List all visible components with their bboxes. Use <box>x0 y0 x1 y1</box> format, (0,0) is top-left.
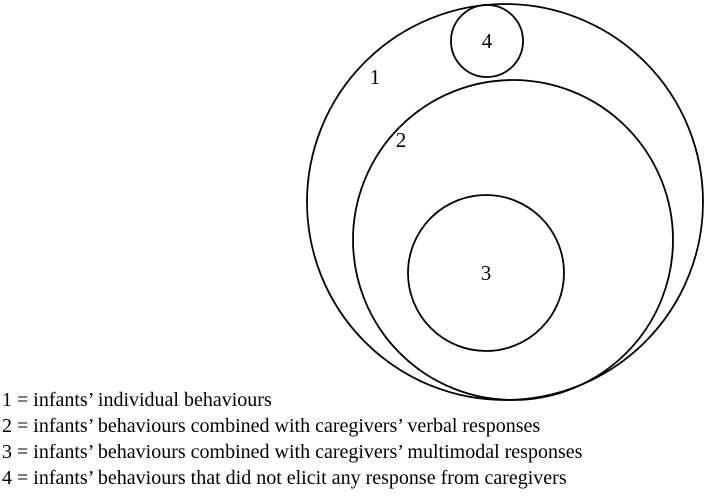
circle-1-outline <box>306 3 704 401</box>
circle-3-outline <box>407 194 565 352</box>
legend-line-3: 3 = infants’ behaviours combined with ca… <box>2 441 583 463</box>
legend-line-2: 2 = infants’ behaviours combined with ca… <box>2 415 540 437</box>
circle-3-number: 3 <box>481 261 492 285</box>
circle-4-outline <box>450 4 524 78</box>
circle-4-number: 4 <box>482 29 493 53</box>
circle-2-outline <box>352 79 674 401</box>
legend-line-4: 4 = infants’ behaviours that did not eli… <box>2 467 567 489</box>
circle-2-number: 2 <box>396 128 407 152</box>
legend-line-1: 1 = infants’ individual behaviours <box>2 389 272 411</box>
circle-1-number: 1 <box>370 65 381 89</box>
